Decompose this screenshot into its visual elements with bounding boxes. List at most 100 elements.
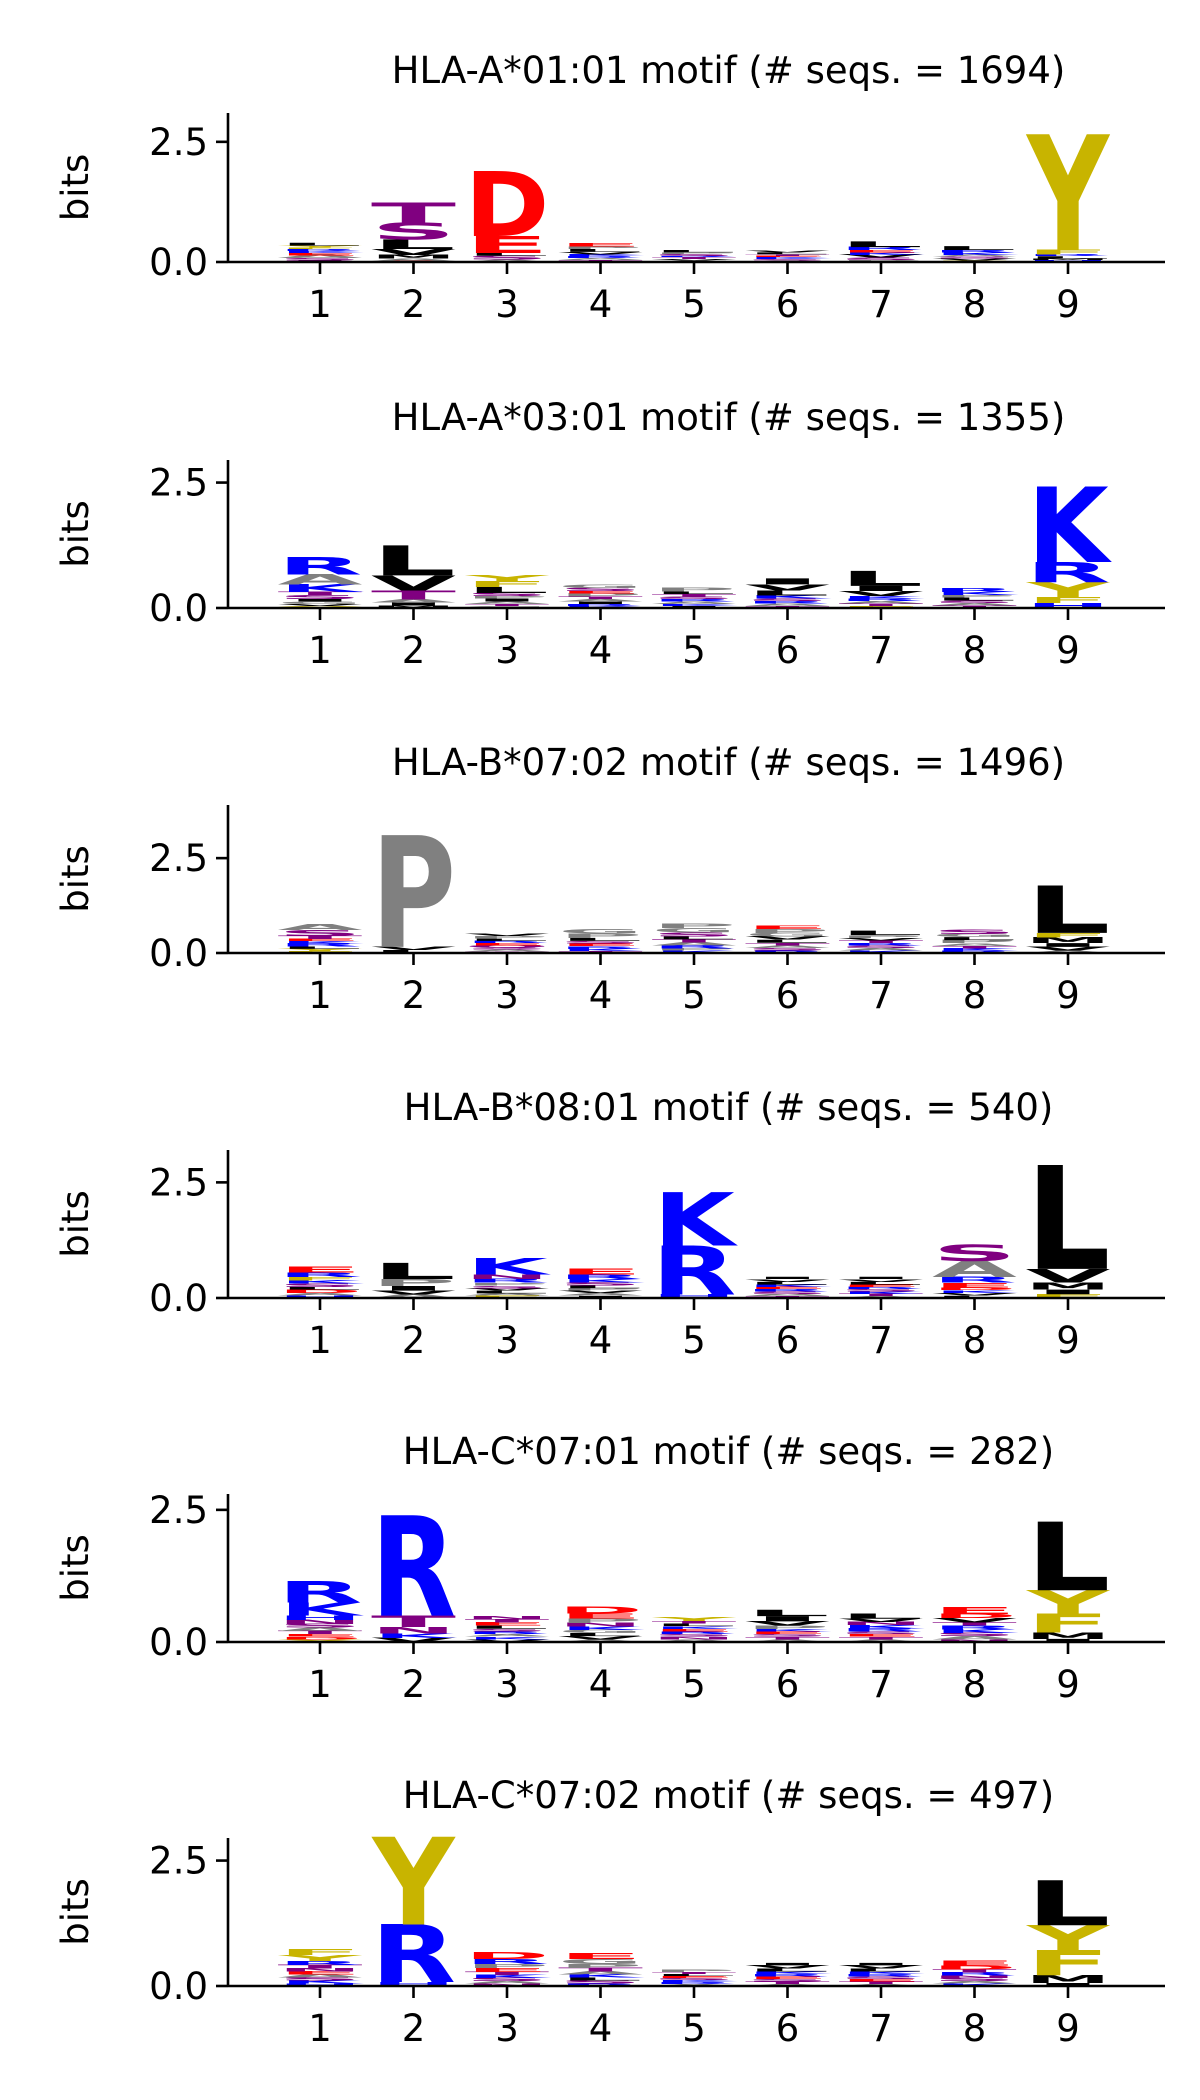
x-tick-label: 9 xyxy=(1056,2007,1080,2050)
logo-letter-T: T xyxy=(278,1964,363,1970)
x-tick-label: 4 xyxy=(589,974,613,1017)
y-axis-label: bits xyxy=(54,1534,97,1602)
logo-letter-L: L xyxy=(1026,1137,1111,1303)
logo-letter-T: T xyxy=(745,1981,830,1985)
x-tick-label: 1 xyxy=(308,629,332,672)
x-tick-label: 2 xyxy=(402,1319,426,1362)
logo-letter-K: K xyxy=(934,1289,1019,1293)
logo-letter-P: P xyxy=(558,1288,643,1292)
logo-letter-R: R xyxy=(465,1278,550,1284)
logo-letter-S: S xyxy=(465,947,550,950)
y-tick-label: 0.0 xyxy=(149,241,208,284)
logo-letter-P: P xyxy=(465,1282,550,1286)
logo-letter-V: V xyxy=(745,1278,830,1282)
logo-letter-P: P xyxy=(465,1963,550,1969)
logo-letter-S: S xyxy=(278,258,363,262)
logo-letter-M: M xyxy=(1025,258,1110,260)
logo-letter-A: A xyxy=(465,1293,550,1297)
x-tick-label: 3 xyxy=(495,629,519,672)
logo-letter-E: E xyxy=(651,1975,736,1978)
logo-letter-K: K xyxy=(747,1971,832,1975)
logo-letter-V: V xyxy=(652,259,737,261)
logo-letter-A: A xyxy=(465,949,550,952)
x-tick-label: 5 xyxy=(682,629,706,672)
logo-letter-V: V xyxy=(371,248,456,257)
logo-letter-P: P xyxy=(652,948,737,952)
logo-letter-A: A xyxy=(371,1293,456,1299)
x-tick-label: 1 xyxy=(308,283,332,326)
logo-letter-L: L xyxy=(1026,873,1111,949)
logo-letter-L: L xyxy=(1026,1504,1111,1613)
logo-letter-A: A xyxy=(278,255,363,260)
logo-letter-V: V xyxy=(745,1965,830,1970)
logo-letter-S: S xyxy=(932,1977,1017,1982)
logo-letter-E: E xyxy=(465,232,550,259)
logo-letter-R: R xyxy=(932,1972,1017,1977)
logo-letter-A: A xyxy=(932,254,1017,257)
logo-letter-R: R xyxy=(839,943,924,947)
x-tick-label: 6 xyxy=(776,1319,800,1362)
logo-letter-G: G xyxy=(932,933,1017,938)
x-tick-label: 8 xyxy=(963,1663,987,1706)
x-tick-label: 2 xyxy=(402,283,426,326)
y-tick-label: 2.5 xyxy=(149,1489,208,1532)
logo-letter-E: E xyxy=(278,1633,363,1637)
logo-letter-T: T xyxy=(932,945,1017,949)
logo-letter-P: P xyxy=(652,252,737,254)
logo-letter-N: N xyxy=(558,1622,643,1628)
logo-letter-L: L xyxy=(745,589,830,597)
logo-letter-K: K xyxy=(747,595,832,600)
logo-letter-T: T xyxy=(465,603,550,606)
logo-letter-V: V xyxy=(932,258,1017,261)
logo-letter-A: A xyxy=(932,1256,1017,1282)
logo-letter-L: L xyxy=(745,252,830,255)
logo-letter-G: G xyxy=(558,928,643,935)
logo-letter-K: K xyxy=(934,948,1019,952)
logo-letter-T: T xyxy=(278,591,363,596)
logo-letter-T: T xyxy=(652,257,737,260)
logo-letter-K: K xyxy=(840,1291,925,1295)
x-tick-label: 3 xyxy=(495,1663,519,1706)
logo-letter-H: H xyxy=(371,1981,456,1987)
logo-letter-S: S xyxy=(839,1976,924,1980)
logo-letter-P: P xyxy=(652,922,737,929)
logo-panel-4: HLA-B*08:01 motif (# seqs. = 540)bitsHAD… xyxy=(54,1086,1165,1362)
logo-letter-L: L xyxy=(465,252,550,257)
panel-title: HLA-A*01:01 motif (# seqs. = 1694) xyxy=(392,49,1066,92)
logo-letter-P: P xyxy=(558,593,643,598)
logo-letter-V: V xyxy=(1026,946,1111,952)
logo-letter-A: A xyxy=(839,947,924,951)
logo-letter-F: F xyxy=(1025,1609,1110,1638)
logo-letter-S: S xyxy=(465,1285,550,1289)
logo-letter-N: N xyxy=(371,1625,456,1635)
logo-letter-P: P xyxy=(558,1618,643,1625)
logo-letter-L: L xyxy=(932,936,1017,941)
logo-letter-T: T xyxy=(839,603,924,607)
logo-letter-L: L xyxy=(465,585,550,595)
logo-letter-T: T xyxy=(652,939,737,944)
logo-letter-K: K xyxy=(279,250,364,253)
logo-letter-V: V xyxy=(745,250,830,253)
logo-letter-A: A xyxy=(465,1633,550,1637)
logo-letter-D: D xyxy=(932,1613,1017,1620)
y-axis-label: bits xyxy=(54,845,97,913)
logo-column-5: HRK xyxy=(652,1179,739,1311)
x-tick-label: 5 xyxy=(682,1663,706,1706)
x-tick-label: 3 xyxy=(495,1319,519,1362)
logo-letter-G: G xyxy=(558,1958,643,1966)
logo-letter-M: M xyxy=(371,254,456,260)
logo-letter-L: L xyxy=(278,1286,363,1290)
logo-letter-L: L xyxy=(1026,256,1111,260)
logo-letter-E: E xyxy=(558,1267,643,1276)
logo-letter-F: F xyxy=(1025,1943,1110,1983)
logo-letter-Y: Y xyxy=(371,1813,456,1953)
x-tick-label: 8 xyxy=(963,1319,987,1362)
